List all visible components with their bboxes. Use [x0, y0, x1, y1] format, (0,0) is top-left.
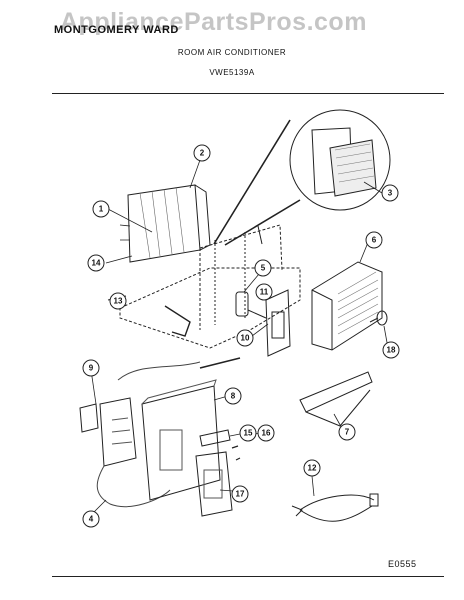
control-cover	[195, 451, 233, 517]
switch-assembly	[199, 429, 241, 461]
callout-13: 13	[109, 292, 127, 310]
drain-tray	[299, 371, 373, 427]
callout-label: 5	[261, 264, 266, 273]
callout-10: 10	[236, 329, 254, 347]
callout-9: 9	[82, 359, 100, 377]
callout-label: 2	[200, 149, 205, 158]
callout-label: 18	[387, 346, 396, 355]
callout-label: 17	[236, 490, 245, 499]
callout-5: 5	[254, 259, 272, 277]
header-rule	[52, 93, 444, 94]
callout-label: 14	[92, 259, 101, 268]
callout-3: 3	[381, 184, 399, 202]
figure-code: E0555	[388, 559, 417, 569]
callout-label: 13	[114, 297, 123, 306]
callouts: 1 2 3 4 5 6 7 8	[82, 144, 400, 528]
leader-lines	[90, 159, 389, 513]
callout-1: 1	[92, 200, 110, 218]
callout-14: 14	[87, 254, 105, 272]
callout-7: 7	[338, 423, 356, 441]
callout-label: 4	[89, 515, 94, 524]
control-panel-plate	[141, 357, 241, 501]
callout-15: 15	[239, 424, 257, 442]
callout-label: 9	[89, 364, 94, 373]
callout-label: 7	[345, 428, 350, 437]
callout-12: 12	[303, 459, 321, 477]
brand-label: MONTGOMERY WARD	[54, 24, 179, 36]
watermark: AppliancePartsPros.com	[60, 8, 367, 36]
capacitor-assembly	[235, 289, 291, 357]
diagram-title: ROOM AIR CONDITIONER	[177, 48, 287, 57]
callout-4: 4	[82, 510, 100, 528]
evaporator-coil	[311, 261, 383, 351]
callout-8: 8	[224, 387, 242, 405]
callout-label: 8	[231, 392, 236, 401]
power-cord	[291, 493, 379, 522]
callout-label: 15	[244, 429, 253, 438]
filter-detail	[213, 109, 391, 246]
callout-2: 2	[193, 144, 211, 162]
callout-label: 1	[99, 205, 104, 214]
callout-18: 18	[382, 341, 400, 359]
footer-rule	[52, 576, 444, 577]
model-number: VWE5139A	[209, 68, 255, 77]
callout-label: 11	[260, 288, 269, 297]
callout-16: 16	[257, 424, 275, 442]
callout-label: 12	[308, 464, 317, 473]
callout-label: 10	[241, 334, 250, 343]
callout-label: 6	[372, 236, 377, 245]
callout-6: 6	[365, 231, 383, 249]
knob	[369, 310, 388, 326]
front-grille-panel	[119, 184, 211, 263]
callout-11: 11	[255, 283, 273, 301]
callout-label: 3	[388, 189, 393, 198]
callout-17: 17	[231, 485, 249, 503]
callout-label: 16	[262, 429, 271, 438]
cabinet-frame	[119, 224, 301, 349]
